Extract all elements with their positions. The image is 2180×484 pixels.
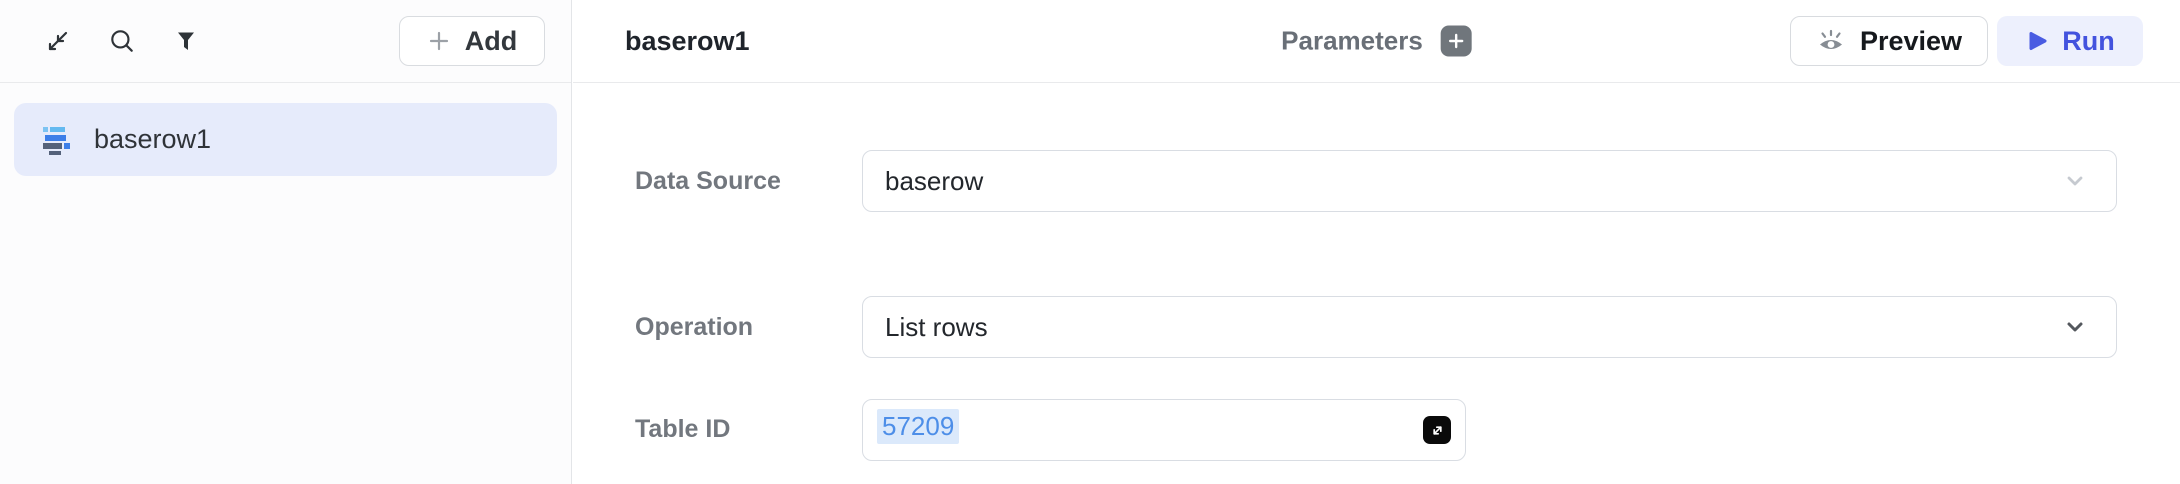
operation-select[interactable]: List rows [862, 296, 2117, 358]
query-item-label: baserow1 [94, 124, 212, 154]
run-button-label: Run [2062, 25, 2115, 56]
query-list-item-baserow1[interactable]: baserow1 [14, 103, 557, 176]
filter-icon[interactable] [166, 21, 206, 61]
run-button[interactable]: Run [1997, 16, 2143, 66]
data-source-value: baserow [885, 165, 984, 196]
form-row-operation: Operation List rows [635, 296, 2117, 358]
header-actions: Preview Run [1790, 16, 2143, 66]
add-parameter-button[interactable] [1440, 25, 1472, 57]
query-sidebar: Add baserow1 [0, 0, 572, 484]
preview-button[interactable]: Preview [1790, 16, 1988, 66]
table-id-value[interactable]: 57209 [877, 409, 960, 444]
data-source-label: Data Source [635, 166, 781, 195]
preview-button-label: Preview [1859, 25, 1963, 56]
table-id-label: Table ID [635, 415, 731, 443]
table-id-input[interactable]: 57209 [862, 399, 1466, 461]
plus-icon [427, 29, 451, 53]
query-header: baserow1 Parameters [573, 0, 2180, 83]
chevron-down-icon [2060, 312, 2090, 342]
add-query-button[interactable]: Add [399, 16, 545, 66]
plus-icon [1448, 33, 1465, 50]
operation-value: List rows [885, 311, 988, 342]
search-icon[interactable] [102, 21, 142, 61]
chevron-down-icon [2060, 166, 2090, 196]
data-source-select[interactable]: baserow [862, 150, 2117, 212]
sidebar-toolbar: Add [0, 0, 571, 83]
parameters-section: Parameters [1281, 25, 1472, 57]
add-button-label: Add [464, 25, 518, 56]
expand-editor-button[interactable] [1423, 416, 1451, 444]
query-title: baserow1 [625, 25, 750, 56]
operation-label: Operation [635, 312, 754, 341]
eye-icon [1816, 27, 1846, 55]
form-row-table-id: Table ID 57209 [635, 399, 1466, 461]
query-main-panel: baserow1 Parameters [573, 0, 2180, 484]
query-list: baserow1 [0, 83, 571, 176]
expand-icon [1430, 423, 1445, 438]
collapse-panel-icon[interactable] [38, 21, 78, 61]
parameters-label: Parameters [1281, 25, 1423, 56]
baserow-logo-icon [40, 124, 72, 156]
form-row-data-source: Data Source baserow [635, 150, 2117, 212]
play-icon [2025, 29, 2049, 53]
